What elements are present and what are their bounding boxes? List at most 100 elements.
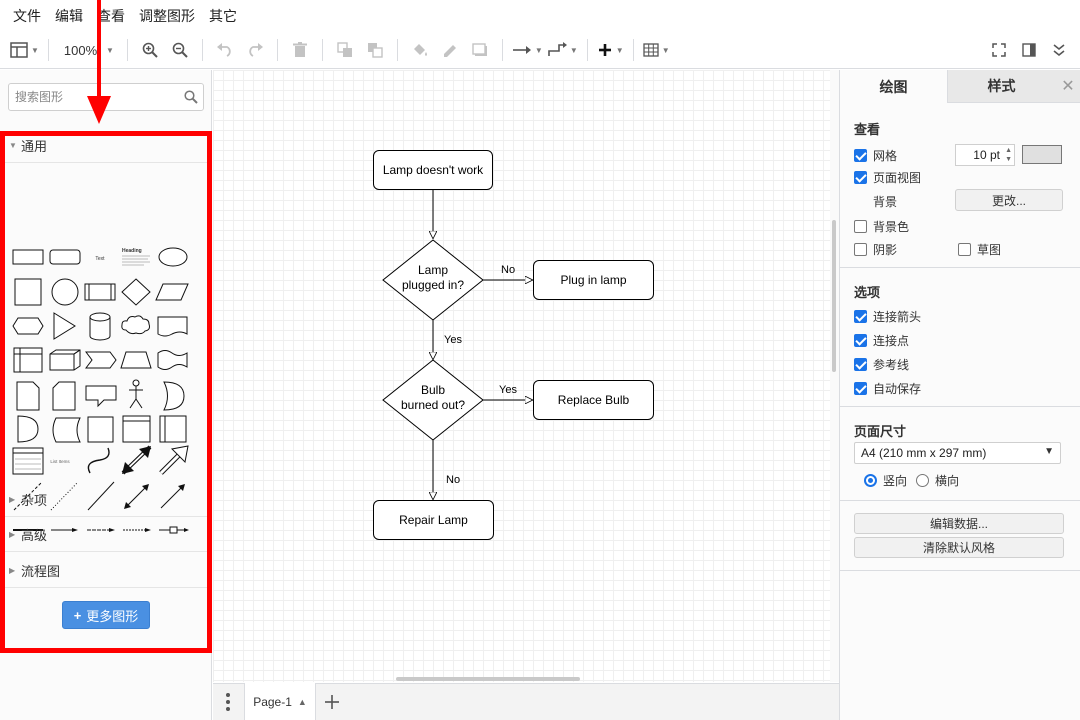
clear-default-style-button[interactable]: 清除默认风格	[854, 537, 1064, 558]
link-arrow-shape[interactable]	[51, 528, 78, 532]
checkbox-checked[interactable]	[854, 171, 867, 184]
menu-file[interactable]: 文件	[13, 8, 41, 24]
page-view-checkbox[interactable]: 页面视图	[854, 169, 921, 186]
checkbox-checked[interactable]	[854, 149, 867, 162]
checkbox-unchecked[interactable]	[958, 243, 971, 256]
delete-button[interactable]	[287, 36, 313, 64]
checkbox-checked[interactable]	[854, 382, 867, 395]
tape-shape[interactable]	[157, 350, 188, 370]
bidirectional-connector[interactable]	[124, 484, 149, 509]
connection-points-checkbox[interactable]: 连接点	[854, 332, 909, 349]
collapse-toolbar-button[interactable]	[1046, 36, 1072, 64]
data-storage-shape[interactable]	[52, 417, 81, 443]
portrait-radio[interactable]: 竖向	[864, 472, 907, 489]
table-button[interactable]: ▼	[643, 36, 670, 64]
circle-shape[interactable]	[51, 278, 79, 306]
dotted-line-shape[interactable]	[50, 481, 79, 511]
delay-shape[interactable]	[17, 415, 39, 443]
note-shape[interactable]	[16, 381, 40, 411]
horizontal-scrollbar[interactable]	[396, 677, 580, 681]
landscape-radio[interactable]: 横向	[916, 472, 959, 489]
callout-shape[interactable]	[85, 385, 117, 408]
zoom-out-button[interactable]	[167, 36, 193, 64]
node-lamp-doesnt-work[interactable]: Lamp doesn't work	[373, 150, 493, 190]
stepper-icon[interactable]: ▲▼	[1005, 147, 1012, 163]
diamond-shape[interactable]	[121, 278, 151, 306]
document-shape[interactable]	[157, 316, 188, 337]
dashed-line-shape[interactable]	[13, 481, 43, 511]
format-panel-button[interactable]	[1016, 36, 1042, 64]
insert-button[interactable]: ▼	[597, 36, 624, 64]
page-size-select[interactable]: A4 (210 mm x 297 mm) ▼	[854, 442, 1061, 464]
grid-color-swatch[interactable]	[1022, 145, 1062, 164]
text-shape[interactable]: Text	[95, 256, 105, 262]
search-icon[interactable]	[184, 90, 198, 104]
diagram-canvas[interactable]: Lamp doesn't work Lamp plugged in? Plug …	[213, 70, 830, 682]
menu-extras[interactable]: 其它	[209, 8, 237, 24]
section-misc-header[interactable]: ▶ 杂项	[5, 482, 207, 517]
cube-shape[interactable]	[49, 349, 81, 371]
chevron-up-icon[interactable]: ▲	[297, 696, 307, 707]
step-shape[interactable]	[85, 351, 117, 369]
textbox-shape[interactable]: Heading	[122, 248, 150, 266]
background-color-checkbox[interactable]: 背景色	[854, 218, 909, 235]
checkbox-checked[interactable]	[854, 358, 867, 371]
redo-button[interactable]	[242, 36, 268, 64]
undo-button[interactable]	[212, 36, 238, 64]
radio-selected[interactable]	[864, 474, 877, 487]
line-shape[interactable]	[87, 481, 115, 511]
grid-size-input[interactable]: 10 pt ▲▼	[955, 144, 1015, 166]
shadow-checkbox[interactable]: 阴影	[854, 241, 897, 258]
to-back-button[interactable]	[362, 36, 388, 64]
section-general-header[interactable]: ▼ 通用	[5, 128, 207, 163]
tab-style[interactable]: 样式	[947, 70, 1055, 103]
container-shape[interactable]	[122, 415, 151, 443]
checkbox-unchecked[interactable]	[854, 243, 867, 256]
vertical-scrollbar[interactable]	[832, 220, 836, 372]
decision-bulb-burned[interactable]	[382, 359, 484, 441]
autosave-checkbox[interactable]: 自动保存	[854, 380, 921, 397]
ellipse-shape[interactable]	[158, 247, 188, 267]
cloud-shape[interactable]	[121, 315, 150, 335]
dotted-arrow-shape[interactable]	[123, 528, 151, 532]
directional-connector[interactable]	[160, 484, 185, 509]
fill-color-button[interactable]	[407, 36, 433, 64]
zoom-in-button[interactable]	[137, 36, 163, 64]
menu-arrange[interactable]: 调整图形	[139, 8, 195, 24]
square-shape[interactable]	[14, 278, 42, 306]
or-shape[interactable]	[163, 381, 185, 411]
parallelogram-shape[interactable]	[155, 283, 189, 301]
rectangle-shape[interactable]	[12, 249, 44, 265]
vertical-dots-icon[interactable]	[223, 692, 233, 712]
line-color-button[interactable]	[437, 36, 463, 64]
cylinder-shape[interactable]	[89, 312, 111, 341]
decision-plugged-in[interactable]	[382, 239, 484, 321]
swimlane-shape[interactable]	[159, 415, 187, 443]
actor-shape[interactable]	[129, 379, 143, 409]
node-repair-lamp[interactable]: Repair Lamp	[373, 500, 494, 540]
to-front-button[interactable]	[332, 36, 358, 64]
dashed-arrow-shape[interactable]	[87, 528, 115, 532]
list-shape[interactable]	[12, 447, 44, 475]
more-shapes-button[interactable]: + 更多图形	[62, 601, 150, 629]
connection-style-button[interactable]: ▼	[512, 36, 543, 64]
square-outline-shape[interactable]	[87, 416, 114, 443]
labeled-connector-shape[interactable]	[159, 526, 189, 534]
checkbox-checked[interactable]	[854, 334, 867, 347]
page-tab-page-1[interactable]: Page-1 ▲	[244, 683, 316, 720]
sketch-checkbox[interactable]: 草图	[958, 241, 1001, 258]
tab-diagram[interactable]: 绘图	[840, 70, 947, 103]
section-advanced-header[interactable]: ▶ 高级	[5, 517, 207, 552]
radio-unselected[interactable]	[916, 474, 929, 487]
waypoints-button[interactable]: ▼	[547, 36, 578, 64]
curve-connector[interactable]	[87, 447, 110, 474]
list-items-shape[interactable]: List Items	[50, 459, 70, 464]
node-plug-in-lamp[interactable]: Plug in lamp	[533, 260, 654, 300]
hexagon-shape[interactable]	[12, 317, 44, 335]
close-icon[interactable]: ✕	[1055, 70, 1080, 103]
menu-view[interactable]: 查看	[97, 8, 125, 24]
node-replace-bulb[interactable]: Replace Bulb	[533, 380, 654, 420]
process-shape[interactable]	[84, 283, 116, 301]
shadow-button[interactable]	[467, 36, 493, 64]
card-shape[interactable]	[52, 381, 76, 411]
